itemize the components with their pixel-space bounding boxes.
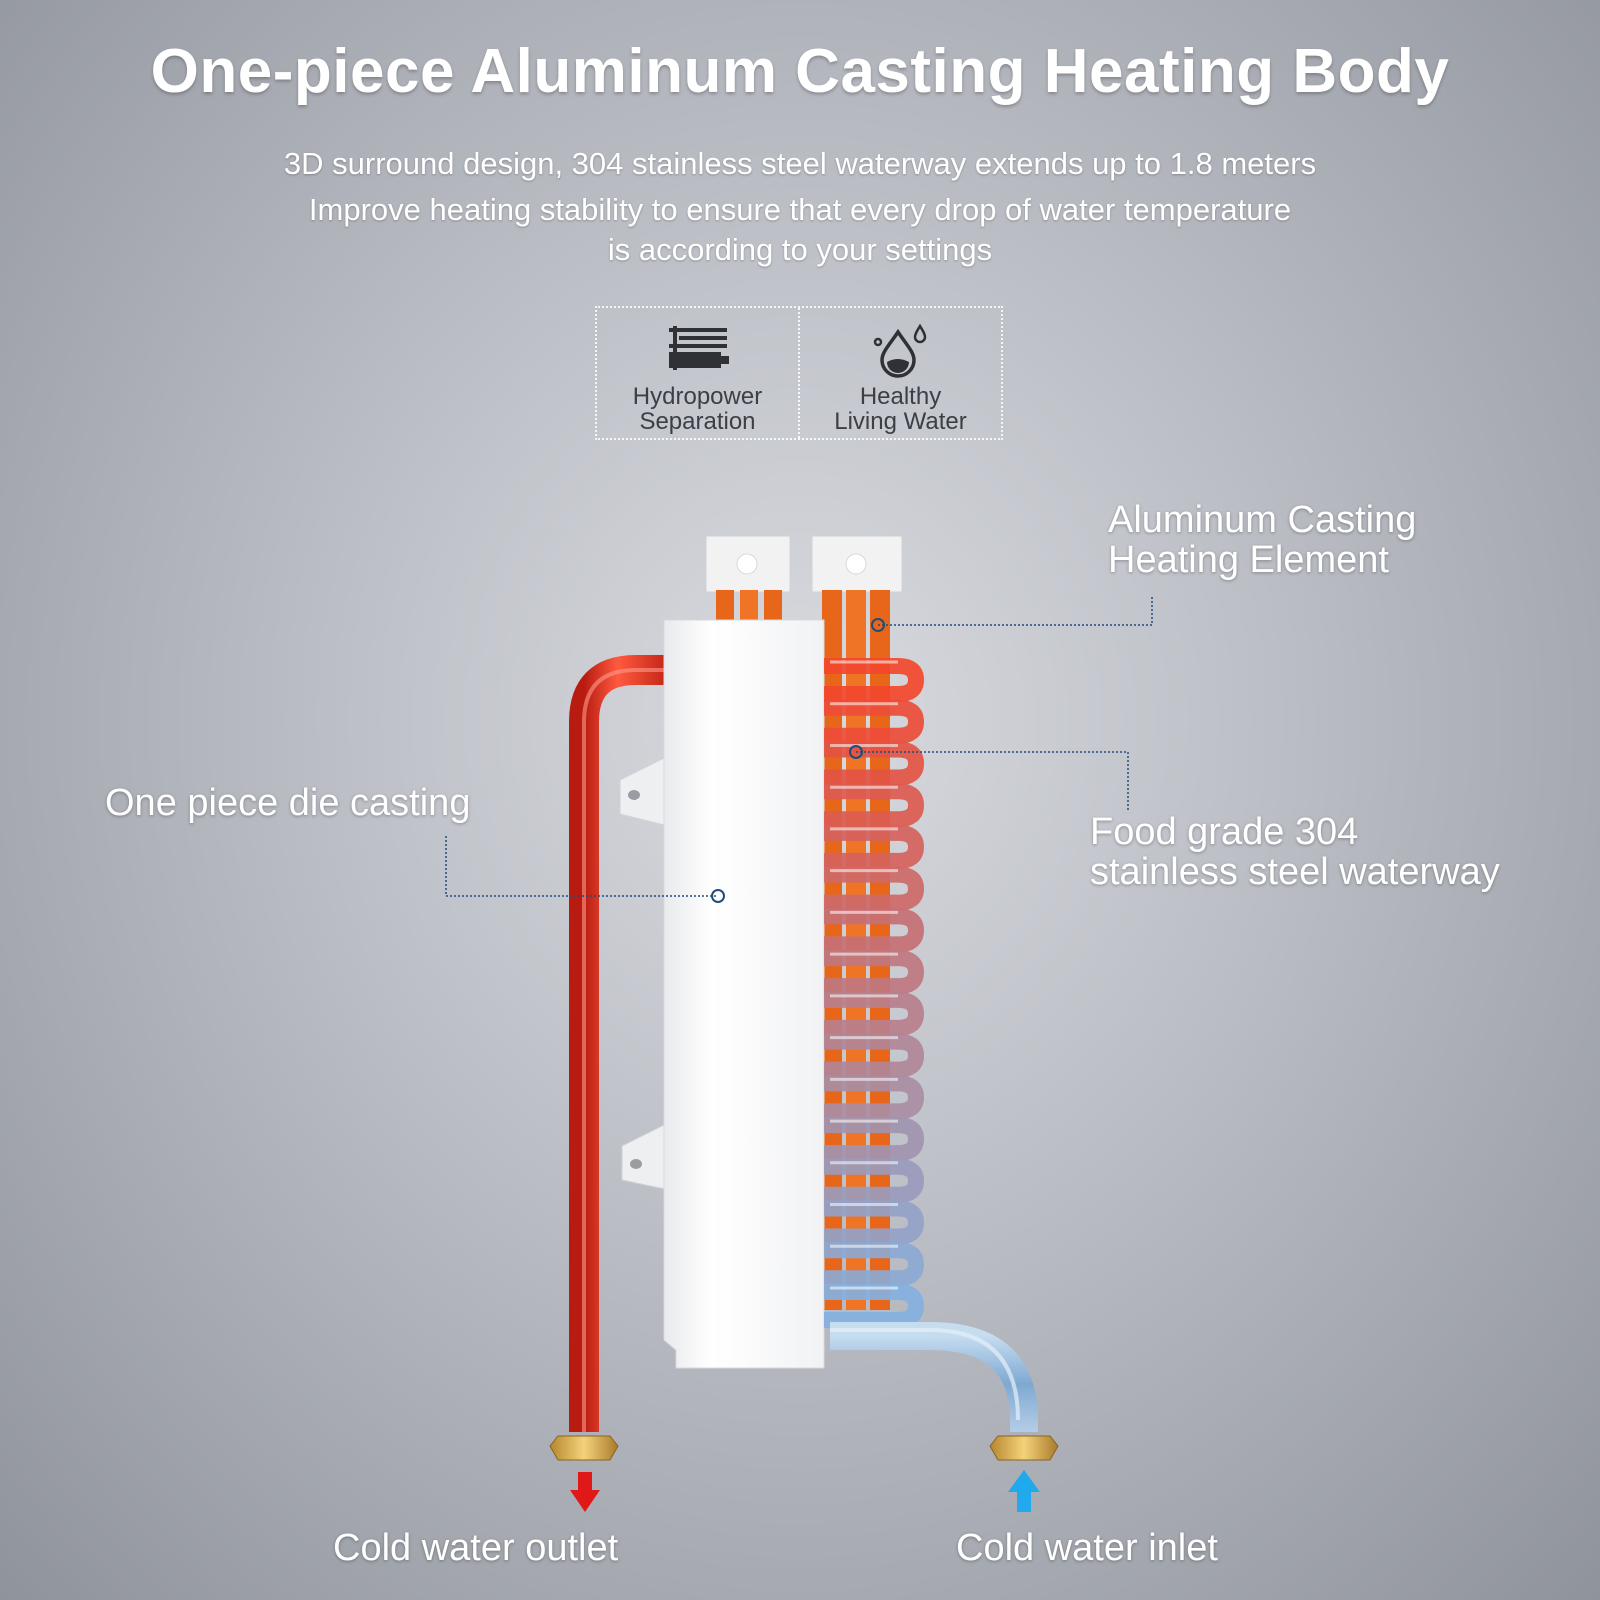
coil-loop <box>824 741 925 786</box>
feature-hydropower: Hydropower Separation <box>597 308 798 438</box>
feature-box: Hydropower Separation Healthy Living Wat… <box>595 306 1003 440</box>
stainless-steel-coils <box>824 658 925 1328</box>
outlet-down-arrow <box>570 1472 600 1512</box>
callout-die-casting: One piece die casting <box>105 782 471 824</box>
callout-stainless-waterway: Food grade 304 stainless steel waterway <box>1090 811 1500 893</box>
coil-loop <box>824 699 925 744</box>
feature-healthy-water: Healthy Living Water <box>798 308 1001 438</box>
terminal-cap-left <box>705 535 791 593</box>
leader-lines <box>445 596 1153 897</box>
inlet-up-arrow <box>1008 1470 1040 1512</box>
subtitle-line-3: is according to your settings <box>607 232 993 267</box>
subtitle-line-2: Improve heating stability to ensure that… <box>308 192 1292 227</box>
marker-waterway <box>849 745 863 759</box>
marker-aluminum-element <box>871 618 885 632</box>
coil-loop <box>824 658 925 702</box>
coil-loop <box>824 991 925 1036</box>
aluminum-casting-body <box>663 619 825 1369</box>
coil-loop <box>824 1242 925 1287</box>
marker-die-casting <box>711 889 725 903</box>
terminal-cap-right <box>811 535 903 593</box>
mounting-bracket-lower <box>621 1121 671 1191</box>
coil-loop <box>824 908 925 953</box>
coil-loop <box>824 1158 925 1203</box>
outlet-brass-fitting <box>549 1435 619 1461</box>
label-cold-water-inlet: Cold water inlet <box>956 1527 1218 1569</box>
inlet-brass-fitting <box>989 1435 1059 1461</box>
coil-loop <box>824 824 925 869</box>
subtitle-line-1: 3D surround design, 304 stainless steel … <box>283 146 1317 181</box>
callout-aluminum-heating-element: Aluminum Casting Heating Element <box>1108 499 1417 581</box>
coil-loop <box>824 1075 925 1120</box>
coil-loop <box>824 950 925 995</box>
mounting-bracket-upper <box>619 755 669 827</box>
coil-loop <box>824 1033 925 1078</box>
coil-loop <box>824 1284 925 1328</box>
coil-loop <box>824 783 925 828</box>
water-drop-icon <box>873 323 926 378</box>
coil-loop <box>824 1200 925 1245</box>
coil-loop <box>824 866 925 911</box>
feature-hydropower-label: Hydropower Separation <box>632 383 763 435</box>
feature-healthy-water-label: Healthy Living Water <box>834 383 967 435</box>
hydropower-separation-icon <box>668 326 729 370</box>
page-title: One-piece Aluminum Casting Heating Body <box>150 37 1450 106</box>
coil-loop <box>824 1117 925 1162</box>
label-cold-water-outlet: Cold water outlet <box>333 1527 619 1569</box>
